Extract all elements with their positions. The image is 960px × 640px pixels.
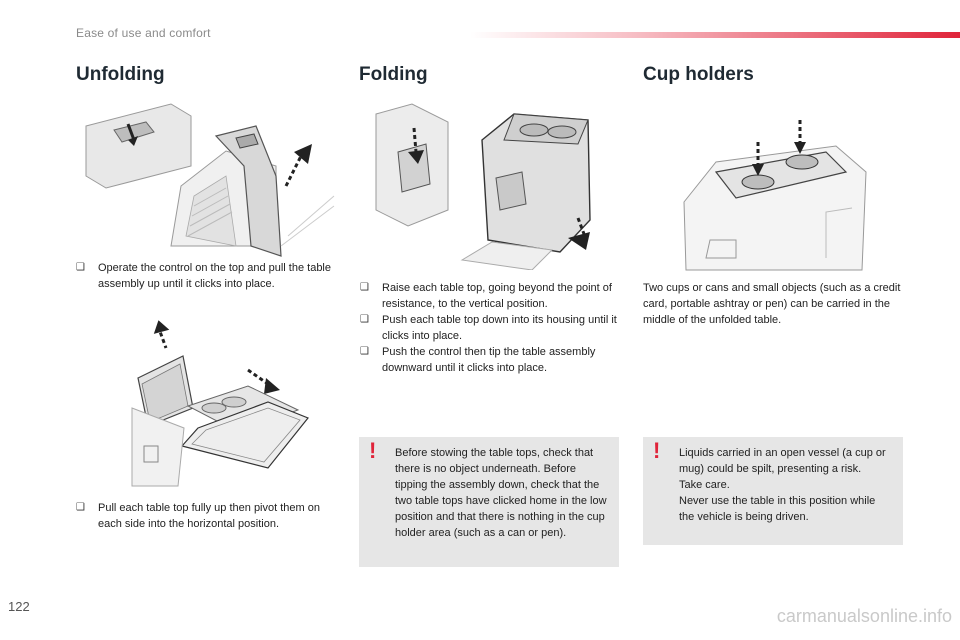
- unfolding-step-2-text: Pull each table top fully up then pivot …: [98, 502, 320, 530]
- checkbox-bullet-icon: ❑: [360, 314, 369, 325]
- checkbox-bullet-icon: ❑: [360, 282, 369, 293]
- cup-holders-warning-line-1: Liquids carried in an open vessel (a cup…: [679, 447, 886, 475]
- illustration-folding: [375, 103, 591, 270]
- illustration-unfolding-control: [85, 103, 335, 257]
- unfolding-step-2: ❑ Pull each table top fully up then pivo…: [76, 500, 332, 532]
- unfolding-step-1-text: Operate the control on the top and pull …: [98, 262, 331, 290]
- cup-holders-warning-text: Liquids carried in an open vessel (a cup…: [679, 445, 893, 525]
- section-title-cup-holders: Cup holders: [643, 64, 754, 85]
- chapter-title: Ease of use and comfort: [76, 26, 211, 40]
- section-title-unfolding: Unfolding: [76, 64, 165, 85]
- cup-holders-warning-box: ! Liquids carried in an open vessel (a c…: [643, 437, 903, 545]
- folding-warning-text: Before stowing the table tops, check tha…: [395, 447, 607, 539]
- folding-step-1: ❑ Raise each table top, going beyond the…: [360, 280, 618, 312]
- warning-icon: !: [653, 438, 661, 463]
- illustration-unfolding-table-tops: [131, 320, 309, 487]
- checkbox-bullet-icon: ❑: [76, 502, 85, 513]
- folding-step-2-text: Push each table top down into its housin…: [382, 314, 617, 342]
- checkbox-bullet-icon: ❑: [76, 262, 85, 273]
- page-number: 122: [8, 599, 30, 614]
- folding-step-3-text: Push the control then tip the table asse…: [382, 346, 596, 374]
- cup-holders-text: Two cups or cans and small objects (such…: [643, 282, 901, 326]
- section-title-folding: Folding: [359, 64, 428, 85]
- illustration-cup-holders: [683, 120, 867, 271]
- cup-holders-warning-line-2: Take care.: [679, 479, 730, 491]
- unfolding-step-1: ❑ Operate the control on the top and pul…: [76, 260, 332, 292]
- warning-icon: !: [369, 438, 377, 463]
- folding-step-3: ❑ Push the control then tip the table as…: [360, 344, 618, 376]
- folding-warning-box: ! Before stowing the table tops, check t…: [359, 437, 619, 567]
- cup-holders-warning-line-3: Never use the table in this position whi…: [679, 495, 876, 523]
- folding-step-1-text: Raise each table top, going beyond the p…: [382, 282, 612, 310]
- checkbox-bullet-icon: ❑: [360, 346, 369, 357]
- watermark: carmanualsonline.info: [776, 606, 952, 626]
- folding-steps: ❑ Raise each table top, going beyond the…: [360, 280, 618, 376]
- header-accent-bar: [470, 32, 960, 38]
- folding-step-2: ❑ Push each table top down into its hous…: [360, 312, 618, 344]
